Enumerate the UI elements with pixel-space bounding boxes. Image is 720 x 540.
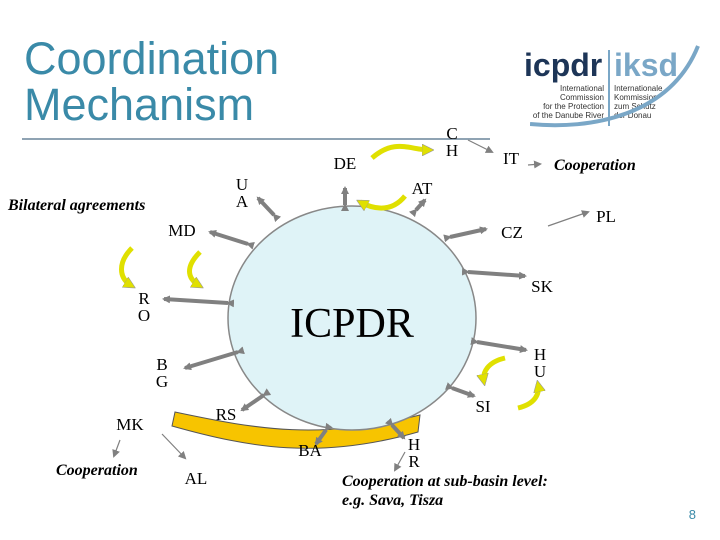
arrow-rs [240,388,272,412]
node-sk: SK [531,277,553,296]
arrow-hu [470,337,528,353]
arrow-ba [314,422,333,446]
label-cooperation-left: Cooperation [56,462,138,479]
coop-arrow-it [527,160,542,169]
node-it: IT [502,149,520,168]
arrow-md [208,229,255,250]
arrow-cz [443,226,488,243]
node-si: SI [475,397,491,416]
icpdr-circle [227,205,477,431]
node-ro: R O [137,289,151,325]
node-hu: H U [533,345,547,381]
node-de: DE [333,154,357,173]
bilateral-arrow-de-ch [370,143,430,160]
label-subbasin-cooperation: Cooperation at sub-basin level: e.g. Sav… [342,473,548,509]
arrow-ua [256,196,282,223]
node-pl: PL [596,207,616,226]
node-al: AL [184,469,208,488]
node-cz: CZ [501,223,523,242]
title-divider [22,138,490,140]
node-md: MD [168,221,196,240]
node-mk: MK [116,415,144,434]
coop-arrow-hr-sub [394,451,406,472]
node-rs: RS [215,405,237,424]
slide-title: Coordination Mechanism [24,33,280,130]
bilateral-arrow-md-ro [119,246,133,286]
node-bg: B G [155,355,169,391]
arrow-sk [461,267,527,280]
node-hr: H R [407,435,421,471]
logo-word-iksd: iksd [614,47,679,83]
coop-arrow-al [161,433,187,460]
label-bilateral-agreements: Bilateral agreements [8,197,146,214]
bilateral-arrow-si-hu [517,384,538,411]
arrow-si [444,382,476,398]
coop-arrow-mk [112,439,121,458]
logo-divider [608,50,610,126]
arrow-at [409,198,427,218]
arrow-bg [183,346,245,371]
label-cooperation-top: Cooperation [554,157,636,174]
node-ua: U A [235,175,249,211]
page-number: 8 [688,507,696,522]
logo-subtitle-en: International Commission for the Protect… [532,84,604,120]
logo-word-icpdr: icpdr [524,47,603,83]
node-at: AT [411,179,433,198]
sava-basin-band [171,411,421,449]
icpdr-logo: icpdr iksd International Commission for … [510,40,700,130]
logo-swoosh [530,45,700,128]
bilateral-arrow-ua-md [187,250,201,286]
arrow-ro [162,295,235,308]
icpdr-label: ICPDR [290,301,414,347]
coop-arrow-ch-it [467,139,494,153]
bilateral-arrow-hu-si [484,355,506,382]
node-ba: BA [298,441,322,460]
node-ch: C H [445,124,459,160]
coop-arrow-pl [547,210,590,227]
arrow-hr [384,417,406,440]
bilateral-arrow-at-de [360,194,407,208]
